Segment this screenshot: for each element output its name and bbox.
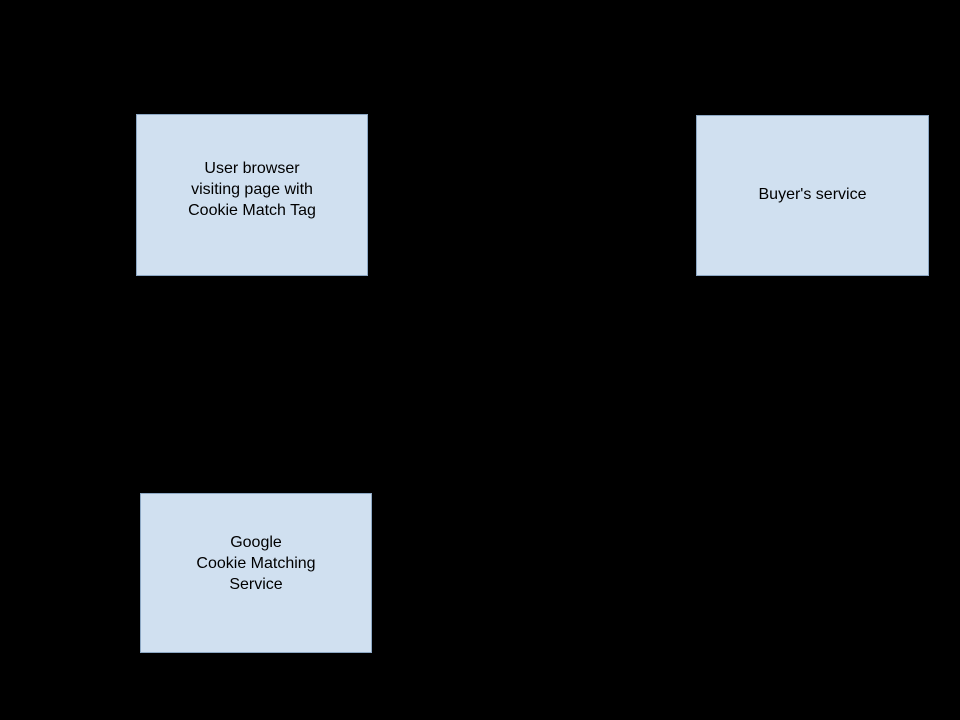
diagram-node-google-cookie-matching-service[interactable]: Google Cookie Matching Service (140, 493, 372, 653)
diagram-node-google-cookie-matching-service-label: Google Cookie Matching Service (196, 534, 316, 593)
diagram-node-buyers-service-label: Buyer's service (758, 186, 867, 203)
diagram-node-buyers-service[interactable]: Buyer's service (696, 115, 929, 276)
diagram-node-user-browser-label: User browser visiting page with Cookie M… (188, 160, 316, 219)
diagram-node-user-browser[interactable]: User browser visiting page with Cookie M… (136, 114, 368, 276)
